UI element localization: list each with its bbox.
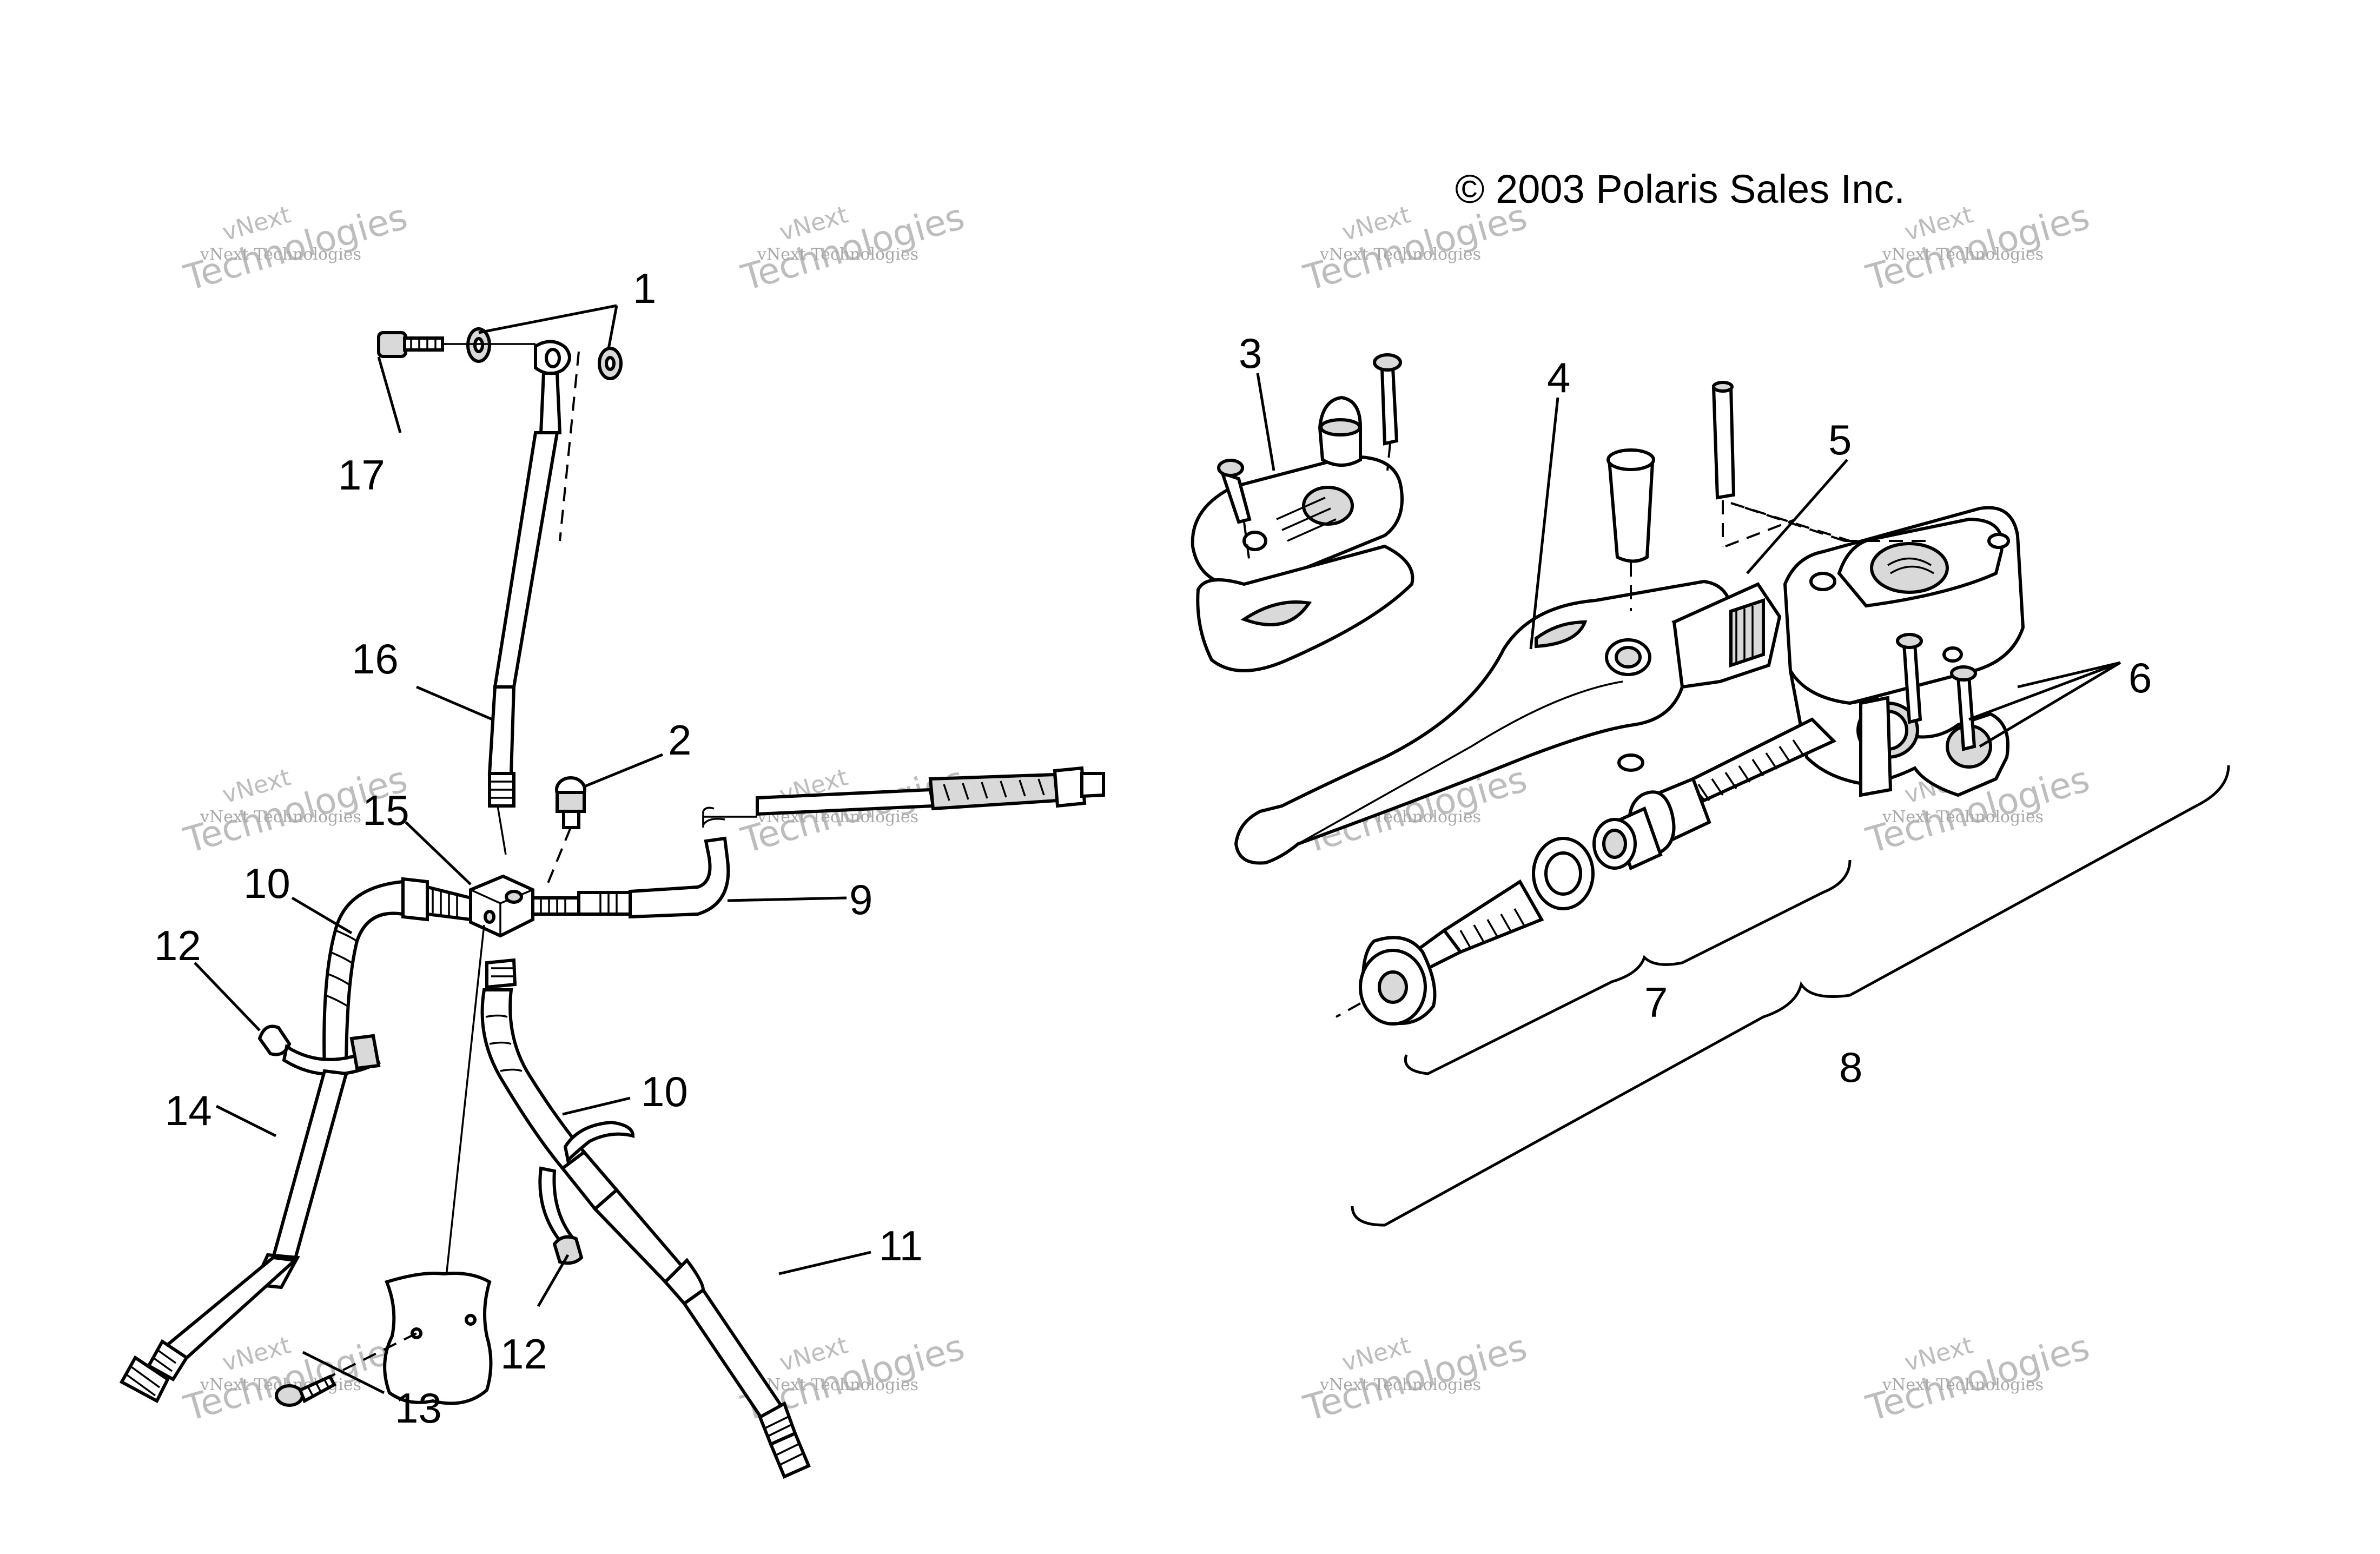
copyright-text: © 2003 Polaris Sales Inc. (1455, 167, 1905, 211)
callout-10: 10 (243, 859, 290, 907)
watermark-small: vNext Technologies (757, 245, 918, 264)
watermark-small: vNext Technologies (1882, 1376, 2044, 1394)
watermark-small: vNext Technologies (200, 808, 361, 826)
callout-4: 4 (1547, 354, 1570, 401)
return-spring (1685, 717, 1837, 803)
bracket-8 (1351, 765, 2230, 1227)
callout-13: 13 (395, 1384, 442, 1432)
callout-2: 2 (668, 716, 691, 764)
cover-screw (1380, 366, 1399, 446)
callout-11: 11 (879, 1222, 923, 1269)
reservoir-cover (1191, 455, 1414, 672)
watermark: vNext Technologies (737, 196, 969, 299)
banjo-bolt (377, 331, 444, 358)
mounting-bracket (383, 1272, 493, 1405)
brake-hose (682, 1287, 784, 1423)
watermark-small: vNext Technologies (757, 1376, 918, 1394)
watermark-small: vNext Technologies (1319, 1376, 1481, 1394)
hose-clamp (257, 1024, 292, 1056)
mounting-screw (275, 1374, 337, 1407)
brake-line-assembly (119, 304, 1105, 1479)
spring-pin (1711, 385, 1736, 500)
watermark: vNext Technologies (1299, 1326, 1532, 1430)
callout-14: 14 (165, 1087, 212, 1134)
callout-9: 9 (849, 876, 872, 923)
callout-6: 6 (2128, 654, 2152, 702)
callout-7: 7 (1644, 978, 1668, 1026)
watermark-small: vNext Technologies (1882, 245, 2044, 264)
callout-12b: 12 (500, 1330, 547, 1378)
brake-hose (493, 431, 559, 689)
callout-12: 12 (154, 922, 201, 969)
callout-8: 8 (1839, 1043, 1862, 1091)
master-cylinder-assembly (1191, 353, 2230, 1227)
watermark-small: vNext Technologies (1319, 245, 1481, 264)
callout-labels: 1 2 3 4 5 6 7 8 9 10 10 11 12 12 13 14 1… (154, 264, 2152, 1432)
brake-hose (629, 836, 730, 919)
watermark-small: vNext Technologies (200, 245, 361, 264)
watermark-small: vNext Technologies (1882, 808, 2044, 826)
callout-17: 17 (338, 451, 385, 499)
watermark: vNext Technologies (180, 196, 412, 299)
callout-16: 16 (352, 635, 399, 683)
hose-clamp (563, 1120, 635, 1164)
callout-15: 15 (362, 786, 409, 834)
callout-10b: 10 (641, 1068, 688, 1115)
distribution-block (469, 874, 534, 938)
callout-3: 3 (1239, 329, 1262, 377)
dust-boot (1442, 879, 1544, 954)
bracket-7 (1404, 859, 1852, 1075)
pivot-pin (1607, 454, 1655, 563)
callout-5: 5 (1828, 416, 1852, 464)
watermark-group: vNext Technologies vNext Technologies vN… (180, 196, 2094, 1430)
callout-1: 1 (633, 264, 656, 312)
watermark: vNext Technologies (1862, 1326, 2094, 1430)
brake-light-switch (545, 776, 586, 888)
